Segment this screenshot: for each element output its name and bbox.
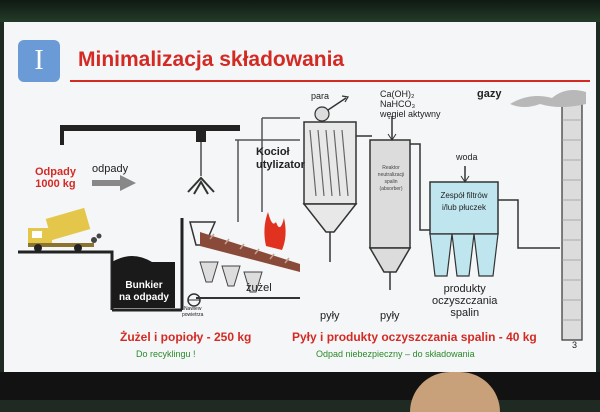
reactor-label: Reaktor neutralizacji spalin (absorber) bbox=[377, 165, 405, 192]
dust-label-reactor: pyły bbox=[380, 310, 400, 322]
duct-reactor-filters bbox=[410, 143, 430, 231]
water-label: woda bbox=[456, 152, 478, 162]
summary-slag-note: Do recyklingu ! bbox=[136, 349, 196, 359]
boiler-outline bbox=[235, 117, 300, 141]
boiler-label: Kocioł utylizator bbox=[256, 146, 305, 171]
duct-filters-stack bbox=[498, 199, 560, 249]
summary-dust: Pyły i produkty oczyszczania spalin - 40… bbox=[292, 330, 537, 344]
reactor bbox=[369, 139, 411, 249]
process-diagram bbox=[18, 90, 586, 341]
chemicals-label: Ca(OH)₂ NaHCO₃ węgiel aktywny bbox=[380, 89, 441, 119]
gases-label: gazy bbox=[477, 88, 502, 100]
section-badge: I bbox=[18, 40, 60, 82]
filter-hoppers bbox=[429, 233, 499, 277]
waste-arrow bbox=[92, 175, 136, 191]
flame-icon bbox=[264, 212, 286, 250]
filters-label: Zespół filtrów i/lub płuczek bbox=[440, 191, 488, 212]
slide-title: Minimalizacja składowania bbox=[78, 48, 345, 71]
crane-grab bbox=[187, 176, 215, 195]
truck-icon bbox=[28, 207, 102, 252]
steam-arrow bbox=[327, 97, 347, 111]
waste-amount-label: Odpady 1000 kg bbox=[35, 166, 76, 190]
filter-unit bbox=[429, 181, 499, 235]
boiler-hopper bbox=[302, 203, 358, 233]
grate-ridges bbox=[209, 233, 290, 264]
slag-label: żużel bbox=[246, 282, 272, 294]
waste-arrow-label: odpady bbox=[92, 163, 129, 175]
page-number: 3 bbox=[572, 340, 578, 350]
foliage-background bbox=[0, 0, 600, 22]
furnace-grate bbox=[200, 232, 300, 272]
smoke bbox=[510, 90, 586, 107]
crane-trolley bbox=[196, 128, 206, 142]
reactor-hopper bbox=[368, 247, 412, 273]
steam-label: para bbox=[311, 91, 330, 101]
boiler-tubes bbox=[309, 129, 349, 197]
title-underline bbox=[70, 80, 590, 82]
dust-label-boiler: pyły bbox=[320, 310, 340, 322]
air-inlet-label: Nawiew powietrza bbox=[182, 306, 204, 318]
products-label: produkty oczyszczania spalin bbox=[432, 283, 498, 319]
bunker-label: Bunkier na odpady bbox=[118, 280, 169, 303]
summary-slag: Żużel i popioły - 250 kg bbox=[120, 330, 252, 344]
monitor-bezel bbox=[0, 372, 600, 400]
ash-hoppers bbox=[199, 261, 263, 293]
ground-line bbox=[18, 250, 114, 310]
chimney-bricks bbox=[562, 119, 582, 321]
steam-drum bbox=[314, 106, 330, 122]
bunker bbox=[112, 256, 175, 308]
summary-dust-note: Odpad niebezpieczny – do składowania bbox=[316, 349, 475, 359]
